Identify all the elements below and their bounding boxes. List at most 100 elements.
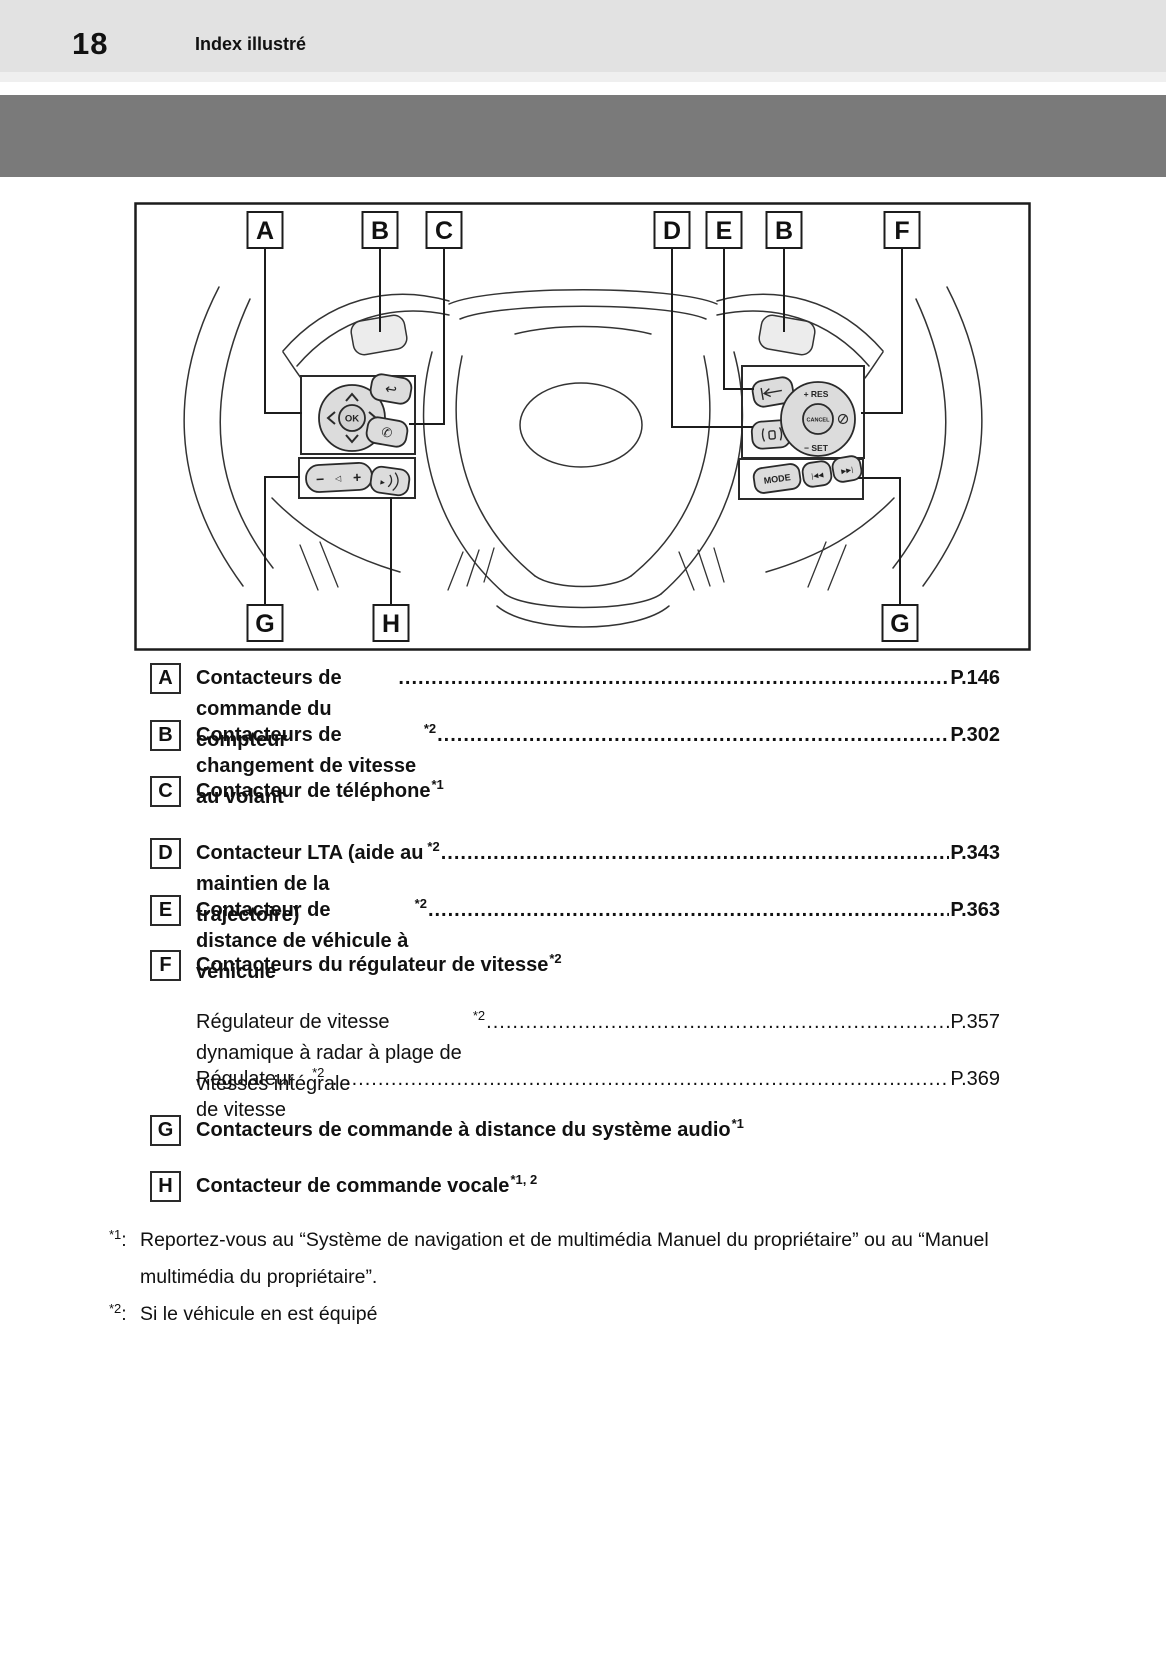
- item-label: Contacteur LTA (aide au maintien de la t…: [196, 842, 424, 926]
- lane-assist-icon: [761, 427, 783, 442]
- dot-leader: ........................................…: [325, 1068, 949, 1090]
- phone-icon: ✆: [380, 425, 393, 442]
- page-title: Index illustré: [195, 34, 307, 54]
- callout-G-right: G: [881, 604, 919, 642]
- cancel-button: [802, 403, 834, 435]
- list-item-A: A Contacteurs de commande du compteur ..…: [150, 663, 1000, 756]
- callout-D: D: [653, 211, 691, 249]
- right-control-cluster: + RES CANCEL − SET MODE |◀◀ ▶▶|: [738, 365, 865, 500]
- footnote-text: Si le véhicule en est équipé: [140, 1303, 378, 1325]
- item-badge: D: [150, 838, 181, 869]
- back-button: ↩: [369, 373, 413, 405]
- header-strip: [0, 72, 1166, 82]
- seek-back-icon: |◀◀: [811, 471, 824, 481]
- item-label: Contacteurs de changement de vitesse au …: [196, 724, 417, 808]
- mode-label: MODE: [763, 472, 791, 486]
- item-label: Contacteur de distance de véhicule à véh…: [196, 899, 409, 983]
- item-label: Contacteur de téléphone: [196, 780, 431, 802]
- phone-button: ✆: [365, 416, 409, 448]
- seek-forward-icon: ▶▶|: [841, 465, 854, 475]
- footnote-marker: *1: [731, 1116, 744, 1131]
- volume-rocker: − ◁ +: [305, 462, 373, 493]
- leader-lines: [264, 248, 903, 606]
- item-badge: C: [150, 776, 181, 807]
- footnote-2: *2: Si le véhicule en est équipé: [108, 1296, 1040, 1334]
- footnote-marker: *1, 2: [510, 1172, 538, 1187]
- list-item-D: D Contacteur LTA (aide au maintien de la…: [150, 838, 1000, 931]
- footnote-marker: *2: [414, 896, 427, 911]
- svg-text:C: C: [435, 217, 453, 245]
- voice-icon-arrow: ▸: [380, 478, 386, 489]
- svg-text:B: B: [371, 217, 389, 245]
- list-item-B: B Contacteurs de changement de vitesse a…: [150, 720, 1000, 813]
- callout-E: E: [705, 211, 743, 249]
- page-ref: P.369: [950, 1068, 1000, 1090]
- item-badge: A: [150, 663, 181, 694]
- footnote-marker: *2: [423, 721, 437, 736]
- header-band: [0, 0, 1166, 72]
- page-number: 18: [72, 26, 109, 61]
- callout-H: H: [372, 604, 410, 642]
- footnote-1: *1: Reportez-vous au “Système de navigat…: [108, 1222, 1040, 1296]
- page-ref: P.302: [950, 724, 1000, 746]
- section-band: [0, 95, 1166, 177]
- diagram-frame: [134, 202, 1031, 651]
- seek-back-button: |◀◀: [801, 460, 833, 488]
- item-badge: G: [150, 1115, 181, 1146]
- item-label: Contacteurs du régulateur de vitesse: [196, 954, 549, 976]
- callout-G-left: G: [246, 604, 284, 642]
- subitem-label: Régulateur de vitesse: [196, 1068, 294, 1121]
- voice-command-button: ▸: [369, 465, 411, 497]
- horn-pad-emblem: [519, 382, 643, 468]
- ok-button: [338, 404, 366, 432]
- footnote-marker: *2: [472, 1008, 486, 1023]
- speed-limiter-icon: [837, 413, 849, 425]
- callout-B-right: B: [765, 211, 803, 249]
- subitem-label: Régulateur de vitesse dynamique à radar …: [196, 1011, 462, 1095]
- ok-label: OK: [345, 414, 359, 425]
- dot-leader: ........................................…: [398, 667, 950, 689]
- footnote-marker: *2: [312, 1065, 325, 1080]
- voice-icon-waves: [387, 472, 399, 491]
- item-label: Contacteurs de commande à distance du sy…: [196, 1119, 731, 1141]
- set-label: − SET: [804, 443, 829, 453]
- list-subitem-dynamic-cruise: Régulateur de vitesse dynamique à radar …: [196, 1007, 1000, 1100]
- list-item-F: F Contacteurs du régulateur de vitesse*2: [150, 950, 1000, 982]
- steering-wheel-art: [183, 286, 983, 628]
- mode-button: MODE: [752, 463, 802, 494]
- list-item-H: H Contacteur de commande vocale*1, 2: [150, 1171, 1000, 1203]
- res-label: + RES: [804, 389, 829, 399]
- back-icon: ↩: [384, 381, 398, 399]
- dot-leader: ........................................…: [440, 842, 950, 864]
- right-paddle-shifter: [758, 314, 816, 356]
- list-item-C: C Contacteur de téléphone*1: [150, 776, 1000, 808]
- item-badge: B: [150, 720, 181, 751]
- footnote-marker: *2:: [109, 1301, 127, 1325]
- list-item-G: G Contacteurs de commande à distance du …: [150, 1115, 1000, 1147]
- page-ref: P.357: [950, 1011, 1000, 1033]
- vehicle-distance-icon: [760, 387, 782, 400]
- page-ref: P.146: [950, 667, 1000, 689]
- seek-forward-button: ▶▶|: [831, 455, 863, 483]
- callout-B-left: B: [361, 211, 399, 249]
- callout-A: A: [246, 211, 284, 249]
- footnote-marker: *1: [431, 777, 444, 792]
- svg-text:B: B: [775, 217, 793, 245]
- footnote-text: Reportez-vous au “Système de navigation …: [140, 1229, 989, 1288]
- svg-text:A: A: [256, 217, 274, 245]
- dot-leader: ........................................…: [427, 899, 950, 921]
- dot-leader: ........................................…: [486, 1011, 949, 1033]
- footnote-marker: *2: [427, 839, 440, 854]
- left-paddle-shifter: [350, 314, 408, 356]
- callout-boxes: A B C D E B F G H G: [246, 211, 921, 642]
- svg-text:G: G: [890, 610, 909, 638]
- volume-plus-label: +: [353, 469, 362, 485]
- dpad-chevrons: [326, 392, 378, 444]
- page-ref: P.363: [950, 899, 1000, 921]
- svg-text:H: H: [382, 610, 400, 638]
- svg-text:G: G: [255, 610, 274, 638]
- steering-wheel-diagram: OK ↩ ✆ − ◁ + ▸: [134, 202, 1031, 651]
- footnote-marker: *1:: [109, 1227, 127, 1251]
- svg-text:E: E: [716, 217, 733, 245]
